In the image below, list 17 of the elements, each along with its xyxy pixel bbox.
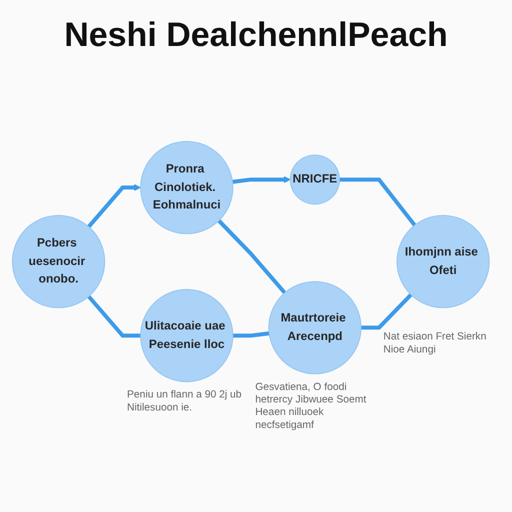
node-caption: Gesvatiena, O foodi hetrercy Jibwuee Soemt Heaen nilluoek necfsetigamf [255,380,368,431]
diagram-title: Neshi DealchennlPeach [63,16,449,55]
connector [361,292,412,330]
connector [232,330,270,338]
node-caption: Nat esiaon Fret Sierkn Nioe Aiungi [383,330,488,356]
connector [217,218,286,294]
connector [340,177,416,226]
node-circle: Pcbers uesenocir onobo. [12,214,106,308]
node-circle: Mautrtoreie Arecenpd [268,280,362,374]
arrow [232,176,291,184]
node-circle: NRICFE [290,154,340,204]
node-caption: Peniu un flann a 90 2j ub Nitilesuoon ie. [127,388,243,414]
arrow [87,184,141,228]
node-circle: Ihomjnn aise Ofeti [396,214,490,308]
node-circle: Ulitacoaie uae Peesenie lloc [140,288,234,382]
node-circle: Pronra Cinolotiek. Eohmalnuci [140,140,234,234]
connector [87,294,141,338]
